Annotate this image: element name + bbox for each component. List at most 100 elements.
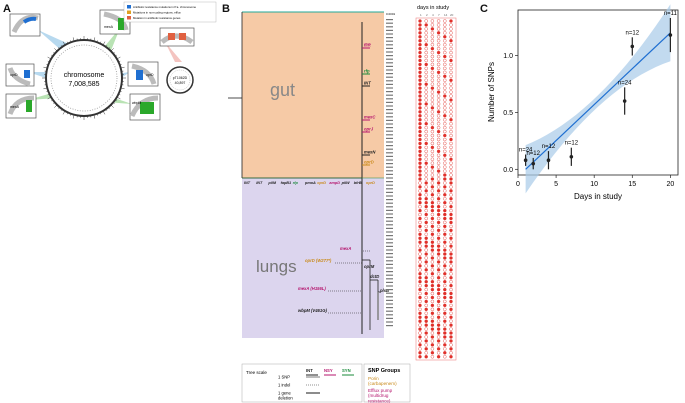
mutation-label: INT	[364, 81, 371, 86]
tip-label	[386, 170, 393, 172]
day-dot	[449, 141, 453, 146]
day-dot	[443, 252, 447, 256]
tip-label	[386, 119, 393, 121]
day-dot	[430, 220, 435, 225]
day-dot	[436, 157, 441, 161]
day-dot	[449, 102, 453, 106]
day-dot	[418, 248, 422, 252]
day-dot	[424, 54, 428, 59]
day-dot	[418, 295, 422, 300]
day-dot	[424, 153, 428, 158]
day-dot	[424, 145, 428, 150]
day-dot	[424, 165, 428, 169]
day-dot	[430, 355, 435, 359]
day-dot	[418, 125, 422, 130]
data-point	[668, 33, 673, 37]
tip-label	[386, 80, 393, 82]
day-dot	[449, 347, 453, 351]
day-dot	[418, 78, 422, 82]
day-dot	[443, 355, 447, 359]
day-dot	[430, 46, 435, 51]
day-dot	[449, 27, 453, 31]
day-tick: 1	[420, 13, 422, 17]
lungs-label: lungs	[256, 257, 297, 276]
day-dot	[424, 303, 428, 308]
day-dot	[449, 153, 453, 158]
day-dot	[443, 303, 447, 308]
ring-tick	[70, 40, 72, 43]
day-dot	[443, 323, 447, 327]
day-dot	[436, 315, 441, 319]
day-dot	[430, 133, 435, 138]
day-dot	[424, 280, 428, 284]
days-dot-matrix	[415, 17, 457, 361]
mutation-label: fliR	[364, 43, 371, 48]
day-dot	[424, 252, 428, 256]
ring-tick	[72, 37, 75, 42]
day-dot	[418, 276, 422, 280]
tree-scale-row-label: 1 SNP	[278, 375, 290, 380]
day-dot	[443, 181, 447, 185]
tip-label	[386, 249, 393, 251]
ring-tick	[112, 102, 115, 104]
day-dot	[430, 129, 435, 134]
day-dot	[430, 276, 435, 280]
ring-tick	[118, 93, 121, 96]
day-dot	[449, 260, 453, 264]
day-dot	[418, 145, 422, 150]
day-dot	[449, 228, 453, 233]
day-dot	[424, 78, 428, 82]
day-dot	[443, 35, 447, 39]
mutation-label: mexA (H156L)	[298, 286, 326, 291]
day-dot	[430, 39, 435, 43]
tip-label	[386, 231, 393, 233]
tip-label	[386, 137, 393, 139]
day-dot	[418, 118, 422, 122]
day-dot	[436, 173, 441, 177]
day-dot	[436, 256, 441, 260]
plasmid-size: 40,897	[175, 81, 186, 85]
day-dot	[424, 224, 428, 229]
shared-mutation-label: oprD	[366, 181, 375, 185]
tip-label	[386, 285, 393, 287]
day-dot	[424, 193, 428, 197]
day-dot	[424, 102, 428, 106]
day-dot	[449, 276, 453, 280]
day-dot	[430, 204, 435, 209]
day-dot	[430, 197, 435, 201]
day-dot	[443, 264, 447, 268]
tip-label	[386, 123, 393, 125]
day-dot	[436, 90, 441, 94]
day-dot	[430, 335, 435, 339]
day-dot	[418, 193, 422, 197]
day-dot	[430, 315, 435, 319]
day-dot	[436, 307, 441, 312]
day-dot	[430, 98, 435, 102]
day-dot	[436, 228, 441, 233]
day-dot	[424, 90, 428, 94]
day-dot	[443, 283, 447, 288]
day-dot	[424, 141, 428, 146]
tip-label	[386, 253, 393, 255]
day-dot	[430, 50, 435, 55]
day-dot	[449, 137, 453, 142]
day-dot	[436, 311, 441, 315]
day-dot	[443, 58, 447, 63]
day-dot	[424, 311, 428, 315]
day-dot	[436, 240, 441, 244]
day-dot	[443, 90, 447, 94]
day-dot	[424, 220, 428, 225]
day-dot	[436, 50, 441, 55]
day-dot	[436, 98, 441, 102]
tip-label	[386, 173, 393, 175]
tip-label	[386, 242, 393, 244]
day-dot	[430, 169, 435, 173]
day-dot	[449, 280, 453, 284]
day-dot	[443, 240, 447, 244]
day-dot	[430, 319, 435, 323]
day-dot	[418, 169, 422, 173]
day-dot	[449, 200, 453, 205]
day-dot	[436, 295, 441, 300]
shared-mutation-label: pilW	[341, 181, 350, 185]
